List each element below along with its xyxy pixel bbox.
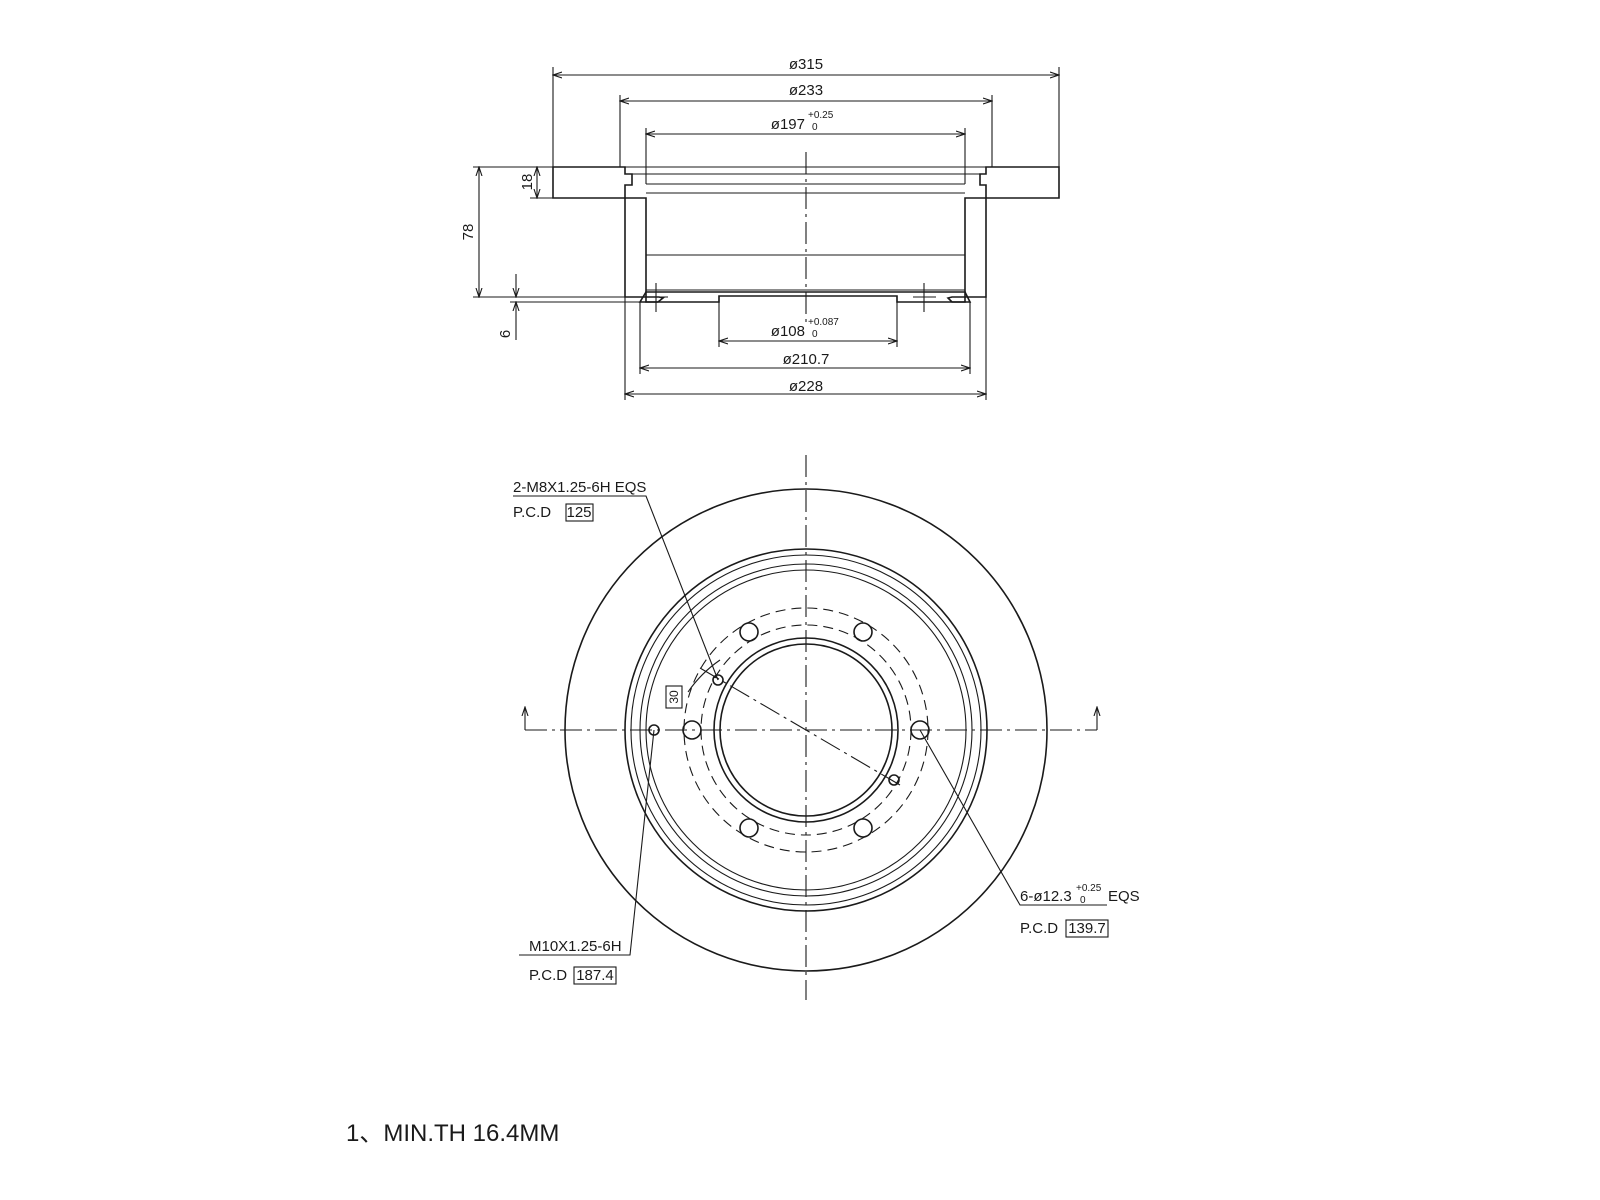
- angle-value: 30: [667, 690, 681, 704]
- dim-hat-outer-diameter: ø228: [789, 378, 823, 395]
- label-m10-pcd: P.C.D: [529, 967, 567, 984]
- section-view: ø315 ø233 ø197 +0.25 0 ø108 +0.087 0 ø21…: [460, 56, 1059, 400]
- hat-inner-ring-2: [639, 563, 973, 897]
- hat-outer-edge: [624, 548, 988, 912]
- hat-inner-ring-3: [645, 569, 967, 891]
- center-bore-inner: [719, 643, 893, 817]
- bolt-hole-2: [853, 622, 873, 642]
- dim-hat-diameter: ø233: [789, 82, 823, 99]
- threaded-hole-m8-2: [888, 774, 900, 786]
- disc-outer-edge: [564, 488, 1048, 972]
- holes-pcd-box: [1065, 919, 1109, 938]
- bolt-hole-6: [682, 720, 702, 740]
- label-m8-pcd: P.C.D: [513, 504, 551, 521]
- hat-wall-right: [946, 197, 987, 303]
- dim-center-tol-lower: 0: [812, 329, 818, 340]
- bolt-hole-5: [739, 818, 759, 838]
- dim-bore-diameter: ø197: [771, 116, 805, 133]
- hat-inner-ring-1: [630, 554, 982, 906]
- bolt-hole-4: [853, 818, 873, 838]
- label-holes-prefix: 6-ø12.3: [1020, 888, 1072, 905]
- bolt-hole-3: [910, 720, 930, 740]
- angle-reference-line: [699, 667, 901, 786]
- value-m8-pcd: 125: [566, 504, 591, 521]
- friction-ring-left: [552, 166, 633, 199]
- dim-inner-diameter: ø210.7: [783, 351, 830, 368]
- center-bore-outer: [713, 637, 899, 823]
- friction-ring-right: [979, 166, 1060, 199]
- hat-wall-left: [624, 197, 665, 303]
- label-holes-suffix: EQS: [1108, 888, 1140, 905]
- dim-thickness: 18: [519, 174, 536, 191]
- m8-pcd-box: [565, 503, 594, 522]
- dim-bore-tol-upper: +0.25: [808, 110, 834, 121]
- angle-arc: [687, 659, 721, 693]
- leader-m8: [513, 495, 719, 681]
- value-holes-pcd: 139.7: [1068, 920, 1106, 937]
- label-m8-thread: 2-M8X1.25-6H EQS: [513, 479, 646, 496]
- label-holes-pcd: P.C.D: [1020, 920, 1058, 937]
- face-view: 30 2-M8X1.25-6H EQS P.C.D 125 6-ø12.3 +0…: [513, 455, 1140, 1000]
- label-m10-thread: M10X1.25-6H: [529, 938, 622, 955]
- dim-offset: 6: [497, 330, 514, 338]
- m10-pcd-box: [573, 966, 617, 985]
- threaded-hole-m8-1: [712, 674, 724, 686]
- pcd-holes-circle: [683, 607, 929, 853]
- label-holes-tol-upper: +0.25: [1076, 883, 1102, 894]
- value-m10-pcd: 187.4: [576, 967, 614, 984]
- angle-box: [665, 685, 683, 709]
- leader-m10: [519, 729, 655, 956]
- dim-total-height: 78: [460, 224, 477, 241]
- dim-center-tol-upper: +0.087: [808, 317, 839, 328]
- min-thickness-note: 1、MIN.TH 16.4MM: [346, 1120, 559, 1147]
- dim-outer-diameter: ø315: [789, 56, 823, 73]
- dim-bore-tol-lower: 0: [812, 122, 818, 133]
- bolt-hole-1: [739, 622, 759, 642]
- leader-holes: [919, 729, 1107, 906]
- dim-center-diameter: ø108: [771, 323, 805, 340]
- label-holes-tol-lower: 0: [1080, 895, 1086, 906]
